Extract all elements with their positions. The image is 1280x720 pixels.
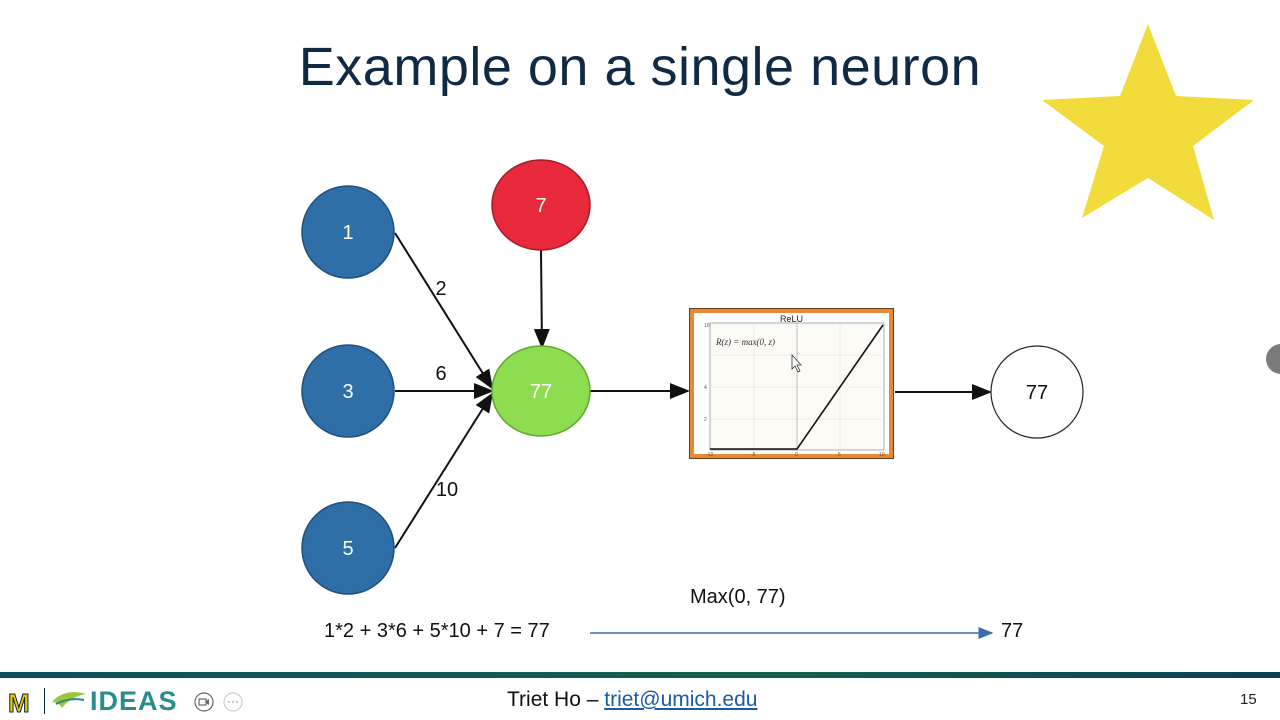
svg-text:4: 4: [704, 385, 707, 391]
input-node-2: [301, 344, 395, 438]
svg-text:-5: -5: [751, 452, 756, 456]
relu-panel: ReLU -10 -5 0 5 10 10 4 2 R(z) = max(0, z): [689, 308, 894, 459]
relu-plot-area: ReLU -10 -5 0 5 10 10 4 2 R(z) = max(0, z): [694, 313, 889, 456]
input-node-3: [301, 501, 395, 595]
logo-divider: [44, 688, 45, 714]
bias-node-label: 7: [535, 195, 546, 217]
slide-footer: M IDEAS Triet Ho – triet@umich.edu 15: [0, 678, 1280, 720]
output-node-label: 77: [1026, 382, 1048, 404]
weight-label-2: 6: [435, 363, 446, 385]
sum-node: [491, 345, 591, 437]
sum-equation: 1*2 + 3*6 + 5*10 + 7 = 77: [324, 620, 550, 642]
edge-input-1: [394, 232, 494, 390]
wing-logo-icon: [52, 692, 86, 708]
svg-text:5: 5: [838, 452, 841, 456]
result-value: 77: [1001, 620, 1024, 642]
camera-icon[interactable]: [193, 692, 215, 712]
ideas-logo-text: IDEAS: [90, 686, 178, 716]
relu-formula: R(z) = max(0, z): [716, 337, 776, 347]
university-logo: M: [8, 688, 31, 719]
sum-node-label: 77: [530, 381, 552, 403]
bias-node: [491, 159, 591, 251]
mouse-cursor-icon: [791, 353, 802, 373]
edge-bias: [533, 249, 550, 349]
footer-divider: [0, 672, 1280, 678]
relu-title: ReLU: [779, 314, 803, 324]
weight-label-1: 2: [435, 278, 446, 300]
weight-label-3: 10: [436, 479, 458, 501]
slide-title: Example on a single neuron: [298, 37, 982, 97]
input-node-1: [301, 185, 395, 279]
presenter-name: Triet Ho –: [507, 688, 605, 711]
input-node-3-label: 5: [342, 538, 353, 560]
side-panel-toggle[interactable]: [1266, 344, 1280, 374]
relu-plot: -10 -5 0 5 10 10 4 2: [704, 322, 885, 456]
activation-label: Max(0, 77): [690, 586, 786, 608]
output-node: [990, 345, 1084, 439]
page-number: 15: [1240, 691, 1257, 708]
edge-input-3: [394, 392, 494, 549]
presenter-credit: Triet Ho – triet@umich.edu: [507, 688, 757, 712]
presenter-email-link[interactable]: triet@umich.edu: [604, 688, 758, 711]
svg-text:10: 10: [704, 323, 710, 329]
star-icon: [1042, 24, 1254, 220]
input-node-2-label: 3: [342, 381, 353, 403]
relu-curve: [710, 324, 884, 450]
svg-text:2: 2: [704, 417, 707, 423]
more-options-icon[interactable]: [222, 692, 244, 712]
svg-text:-10: -10: [706, 452, 713, 456]
svg-text:0: 0: [795, 452, 798, 456]
input-node-1-label: 1: [342, 222, 353, 244]
svg-text:10: 10: [879, 452, 885, 456]
